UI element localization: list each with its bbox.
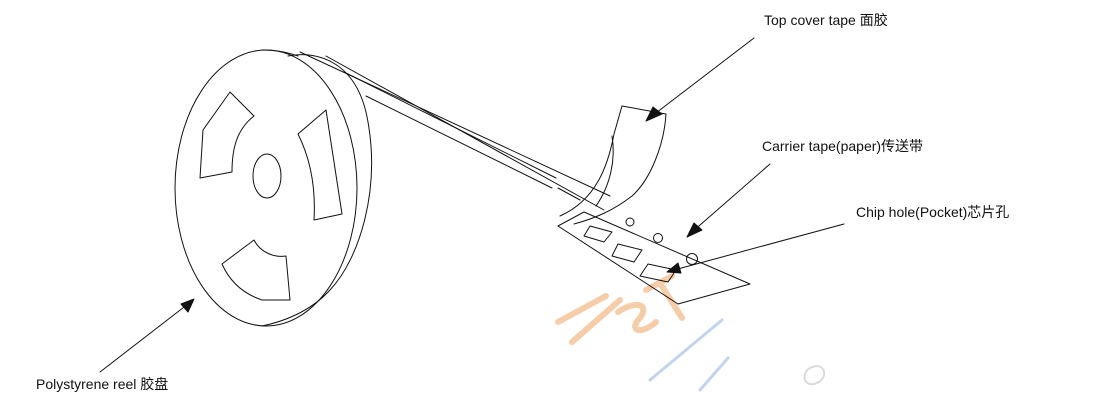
carrier-tape-arrowhead: [686, 222, 703, 238]
reel-window-bottom: [221, 239, 291, 301]
label-polystyrene-reel: Polystyrene reel 胶盘: [36, 376, 169, 392]
label-chip-hole: Chip hole(Pocket)芯片孔: [856, 204, 1010, 220]
label-top-cover-tape: Top cover tape 面胶: [764, 12, 888, 28]
top-cover-tape-fold: [595, 135, 614, 207]
reel-window-top-left: [199, 91, 255, 179]
label-carrier-tape: Carrier tape(paper)传送带: [762, 138, 924, 154]
tape-line-4: [365, 95, 553, 189]
reel-hub: [252, 153, 282, 199]
reel-back-rim: [261, 54, 373, 327]
reel-front-flange: [174, 49, 358, 327]
watermark: [555, 273, 825, 392]
sprocket-hole-2: [653, 233, 663, 243]
chip-hole-arrowhead: [666, 262, 682, 274]
sprocket-hole-1: [625, 217, 635, 227]
carrier-tape: [557, 211, 751, 305]
chip-pocket-2: [611, 243, 643, 263]
tape-line-5: [557, 187, 581, 201]
reel-leader: [99, 303, 189, 373]
chip-pocket-1: [583, 225, 613, 243]
chip-hole-leader: [673, 223, 845, 271]
top-cover-tape: [559, 105, 667, 225]
cover-tape-arrowhead: [645, 106, 663, 122]
tape-line-3: [343, 71, 557, 179]
carrier-tape-leader: [691, 163, 771, 233]
reel-window-right: [297, 109, 343, 221]
sprocket-hole-3: [686, 253, 698, 265]
cover-tape-leader: [651, 37, 755, 117]
reel-arrowhead: [180, 298, 195, 313]
